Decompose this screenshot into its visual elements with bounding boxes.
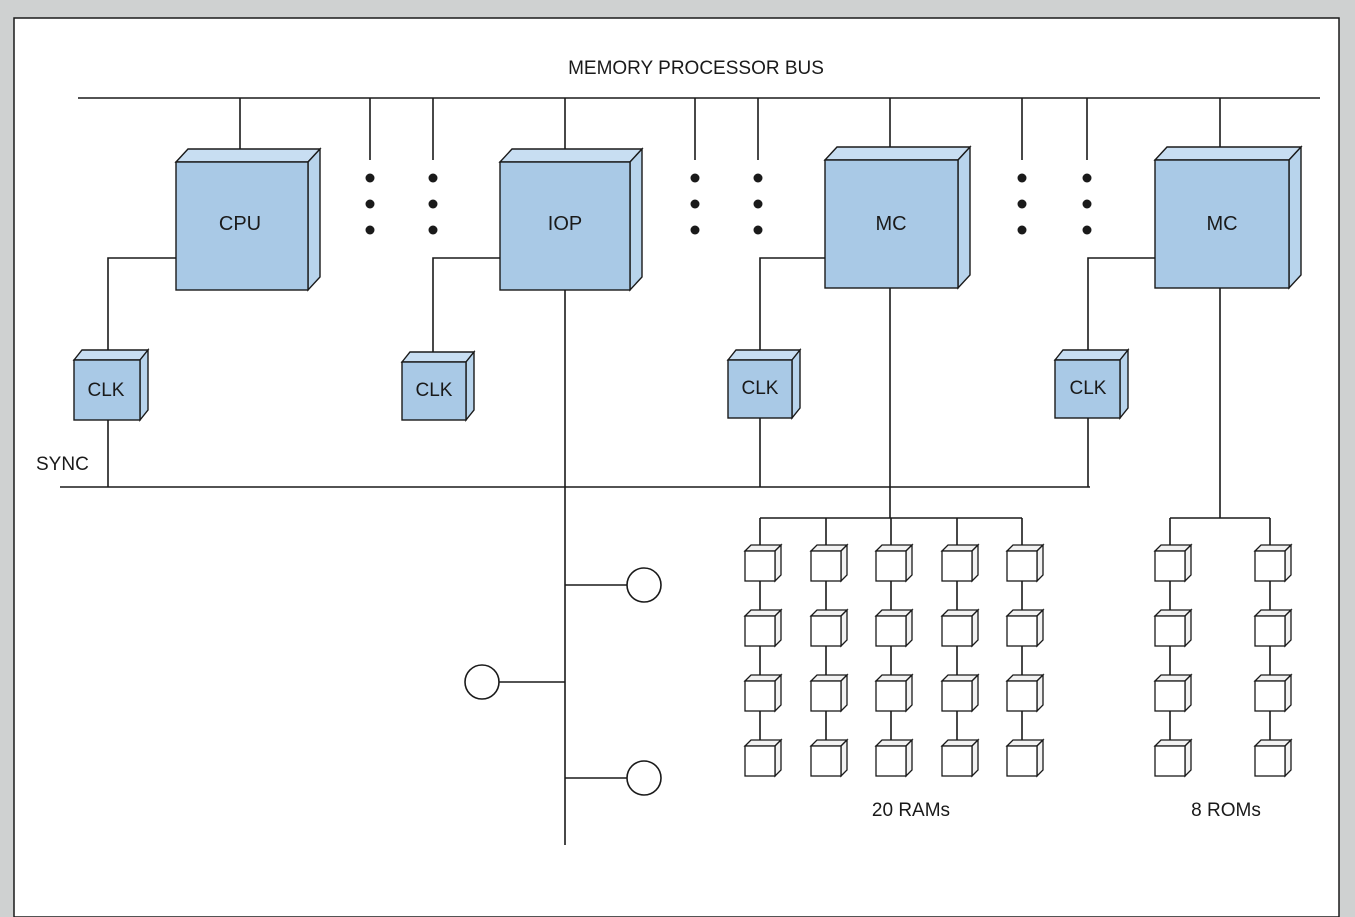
bus-connections	[239, 98, 1221, 160]
ram-chip	[874, 673, 914, 713]
ram-chip	[1005, 543, 1045, 583]
mc-label: MC	[875, 213, 906, 235]
ram-chip	[743, 543, 783, 583]
memory-controller-block: MC	[823, 145, 972, 290]
ram-chip	[743, 738, 783, 778]
ram-chip	[940, 543, 980, 583]
ram-chip	[874, 738, 914, 778]
rom-chip	[1153, 673, 1193, 713]
ram-chip	[1005, 738, 1045, 778]
clk-label: CLK	[416, 380, 453, 401]
ram-chip	[940, 738, 980, 778]
rom-chip	[1253, 608, 1293, 648]
io-device	[464, 664, 500, 700]
rom-chip	[1153, 608, 1193, 648]
clock-block: CLK	[72, 348, 150, 422]
clk-label: CLK	[1070, 378, 1107, 399]
rom-chip	[1153, 738, 1193, 778]
ram-chip	[809, 738, 849, 778]
ram-chip	[940, 608, 980, 648]
bus-label: MEMORY PROCESSOR BUS	[568, 58, 824, 79]
io-device	[626, 567, 662, 603]
ram-chip	[809, 543, 849, 583]
memory-controller-block: MC	[1153, 145, 1303, 290]
ram-chip	[940, 673, 980, 713]
clock-block: CLK	[400, 350, 476, 422]
ram-array	[743, 518, 1045, 778]
clk-label: CLK	[742, 378, 779, 399]
cpu-block: CPU	[174, 147, 322, 292]
clk-label: CLK	[88, 380, 125, 401]
iop-block: IOP	[498, 147, 644, 292]
rom-chip	[1253, 543, 1293, 583]
cpu-label: CPU	[219, 213, 261, 235]
ram-chip	[1005, 673, 1045, 713]
rom-chip	[1253, 738, 1293, 778]
rom-array	[1153, 518, 1293, 778]
ram-chip	[874, 543, 914, 583]
ram-count-label: 20 RAMs	[872, 800, 950, 821]
ram-chip	[809, 608, 849, 648]
clock-block: CLK	[1053, 348, 1130, 420]
ram-chip	[809, 673, 849, 713]
rom-chip	[1153, 543, 1193, 583]
mc-label: MC	[1206, 213, 1237, 235]
ram-chip	[1005, 608, 1045, 648]
iop-label: IOP	[548, 213, 582, 235]
ram-chip	[743, 608, 783, 648]
ram-chip	[874, 608, 914, 648]
sync-label: SYNC	[36, 454, 89, 475]
ram-chip	[743, 673, 783, 713]
rom-count-label: 8 ROMs	[1191, 800, 1261, 821]
rom-chip	[1253, 673, 1293, 713]
ellipsis-dots	[365, 173, 1092, 235]
io-device	[626, 760, 662, 796]
clock-block: CLK	[726, 348, 802, 420]
